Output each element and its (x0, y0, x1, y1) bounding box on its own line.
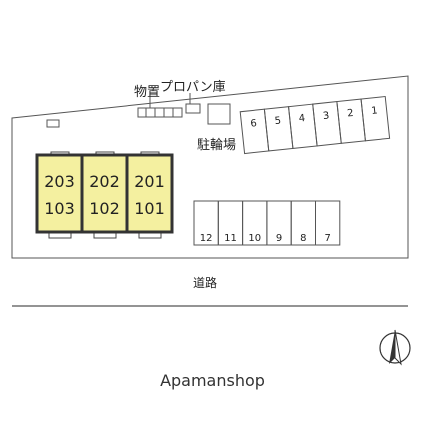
unit-number-lower: 102 (89, 199, 120, 218)
propane-label: プロパン庫 (160, 80, 226, 95)
road-label: 道路 (193, 275, 217, 290)
parking-slot-number: 3 (322, 110, 329, 122)
bicycle-label: 駐輪場 (197, 137, 236, 153)
parking-bottom-group: 12 11 10 9 8 7 (193, 200, 341, 246)
parking-slot (263, 106, 294, 152)
parking-slot-number: 12 (200, 233, 213, 244)
site-boundary (11, 75, 409, 259)
bicycle-parking (207, 103, 231, 125)
parking-slot (336, 98, 366, 144)
apartment-unit-column (80, 153, 129, 234)
storage-label: 物置 (134, 85, 160, 100)
parking-slot-number: 2 (347, 108, 354, 120)
unit-number-lower: 103 (44, 199, 75, 218)
unit-number-lower: 101 (134, 199, 165, 218)
parking-slot-number: 1 (371, 105, 378, 117)
meter-box (46, 119, 60, 128)
parking-slot-number: 10 (248, 233, 261, 244)
unit-number-upper: 202 (89, 172, 120, 191)
unit-number-upper: 201 (134, 172, 165, 191)
apartment-unit-column (35, 153, 84, 234)
apartment-building: 203 103 202 102 201 101 (35, 151, 174, 239)
storage-sheds (137, 107, 183, 118)
parking-slot-number: 4 (298, 113, 305, 125)
propane-store (185, 103, 201, 114)
parking-slot (287, 103, 318, 149)
parking-slot-number: 9 (276, 233, 282, 244)
parking-slot-number: 5 (274, 116, 281, 128)
north-arrow-icon (379, 329, 411, 366)
unit-number-upper: 203 (44, 172, 75, 191)
brand-logo-text: Apamanshop (160, 371, 265, 390)
parking-slot (315, 200, 341, 246)
parking-slot-number: 8 (300, 233, 306, 244)
parking-top-group: 6 5 4 3 2 1 (239, 95, 391, 155)
parking-slot (360, 95, 391, 142)
apartment-unit-column (125, 153, 174, 234)
parking-slot (312, 101, 342, 147)
parking-slot-number: 6 (250, 118, 257, 130)
parking-slot-number: 11 (224, 233, 237, 244)
parking-slot (239, 108, 270, 155)
parking-slot-number: 7 (324, 233, 330, 244)
